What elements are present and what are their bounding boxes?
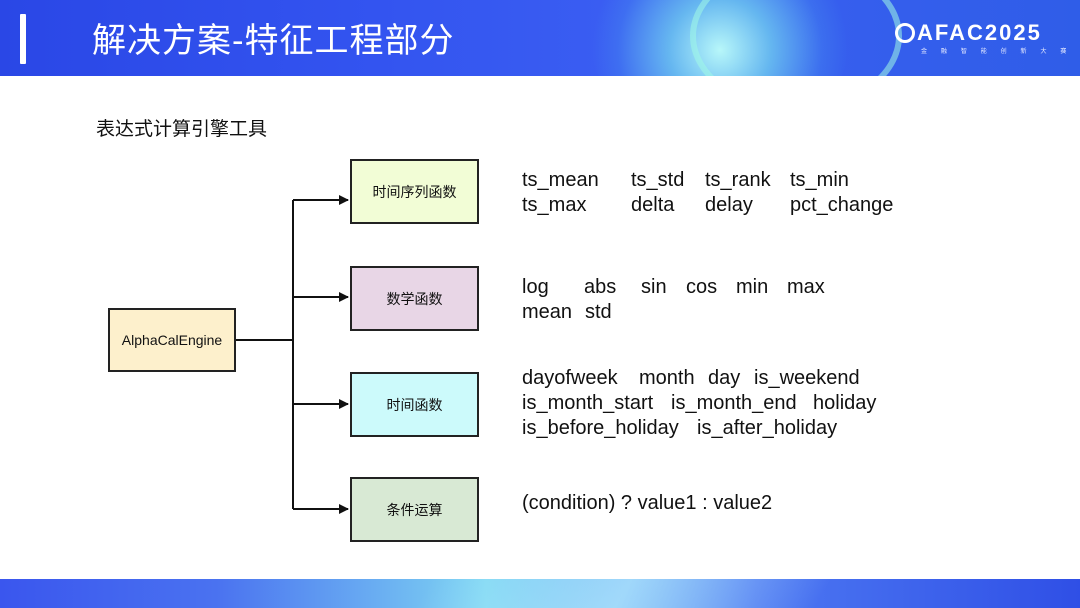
function-item: ts_std	[631, 169, 685, 191]
function-item: abs	[584, 276, 617, 298]
section-title: 表达式计算引擎工具	[96, 118, 268, 140]
category-node-time: 时间函数	[350, 372, 479, 437]
function-item: is_weekend	[754, 367, 860, 389]
function-item: is_month_end	[671, 392, 797, 414]
category-node-timeseries: 时间序列函数	[350, 159, 479, 224]
logo-ring-icon	[895, 23, 915, 43]
function-item: ts_max	[522, 194, 587, 216]
function-item: cos	[686, 276, 718, 298]
function-item: pct_change	[790, 194, 894, 216]
logo-text: AFAC2025	[917, 20, 1042, 45]
function-item: mean	[522, 301, 573, 323]
function-item: sin	[641, 276, 667, 298]
function-list-timeseries: ts_mean ts_std ts_rank ts_min ts_max del…	[522, 168, 942, 218]
function-list-condition: (condition) ? value1 : value2	[522, 491, 942, 516]
function-item: log	[522, 276, 549, 298]
function-item: std	[585, 301, 612, 323]
footer-banner	[0, 579, 1080, 608]
function-item: (condition) ? value1 : value2	[522, 492, 773, 514]
function-item: delta	[631, 194, 675, 216]
root-node-alphacalengine: AlphaCalEngine	[108, 308, 236, 372]
function-item: delay	[705, 194, 753, 216]
function-list-math: log abs sin cos min max mean std	[522, 275, 942, 325]
function-item: is_month_start	[522, 392, 654, 414]
afac-logo: AFAC2025 金 融 智 能 创 新 大 赛	[895, 20, 1066, 60]
function-item: max	[787, 276, 825, 298]
function-item: holiday	[813, 392, 877, 414]
function-row: (condition) ? value1 : value2	[522, 491, 942, 516]
function-row: mean std	[522, 300, 942, 325]
function-item: min	[736, 276, 769, 298]
footer-decoration	[402, 579, 838, 608]
function-row: log abs sin cos min max	[522, 275, 942, 300]
function-item: ts_mean	[522, 169, 599, 191]
function-list-time: dayofweek month day is_weekend is_month_…	[522, 366, 942, 441]
function-item: dayofweek	[522, 367, 618, 389]
function-item: ts_rank	[705, 169, 771, 191]
function-row: ts_mean ts_std ts_rank ts_min	[522, 168, 942, 193]
function-item: day	[708, 367, 741, 389]
function-row: is_before_holiday is_after_holiday	[522, 416, 942, 441]
header-accent-bar	[20, 14, 26, 64]
function-row: ts_max delta delay pct_change	[522, 193, 942, 218]
function-item: month	[639, 367, 695, 389]
logo-subtitle: 金 融 智 能 创 新 大 赛	[921, 48, 1073, 55]
category-node-condition: 条件运算	[350, 477, 479, 542]
function-item: is_after_holiday	[697, 417, 838, 439]
function-row: dayofweek month day is_weekend	[522, 366, 942, 391]
function-item: is_before_holiday	[522, 417, 679, 439]
function-item: ts_min	[790, 169, 849, 191]
function-row: is_month_start is_month_end holiday	[522, 391, 942, 416]
header-banner: 解决方案-特征工程部分 AFAC2025 金 融 智 能 创 新 大 赛	[0, 0, 1080, 76]
page-title: 解决方案-特征工程部分	[92, 21, 455, 61]
category-node-math: 数学函数	[350, 266, 479, 331]
